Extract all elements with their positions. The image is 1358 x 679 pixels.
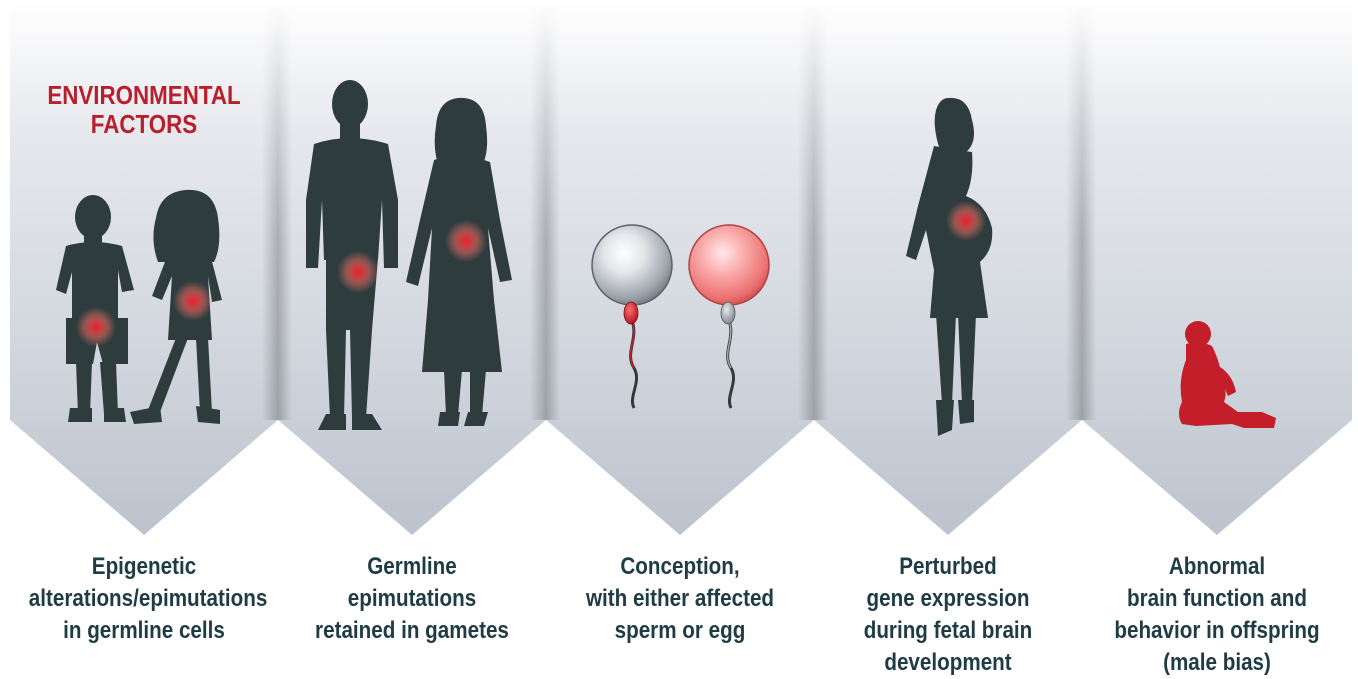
caption-line: development — [833, 647, 1063, 679]
caption-line: Epigenetic — [29, 551, 259, 583]
stage-caption-5: Abnormal brain function and behavior in … — [1102, 551, 1332, 679]
stage-caption-3: Conception, with either affected sperm o… — [565, 551, 795, 647]
caption-line: in germline cells — [29, 615, 259, 647]
caption-line: alterations/epimutations — [29, 583, 259, 615]
caption-line: brain function and — [1102, 583, 1332, 615]
woman-red-glow — [445, 220, 487, 262]
caption-line: during fetal brain — [833, 615, 1063, 647]
man-red-glow — [337, 251, 379, 293]
egg-cell-grey — [592, 225, 672, 305]
environment-label-line1: ENVIRONMENTAL — [47, 81, 240, 110]
caption-line: retained in gametes — [297, 615, 527, 647]
caption-line: Germline — [297, 551, 527, 583]
stage-caption-1: Epigenetic alterations/epimutations in g… — [29, 551, 259, 647]
stage-panel-3 — [546, 0, 814, 535]
caption-line: Perturbed — [833, 551, 1063, 583]
boy-red-glow — [76, 307, 116, 347]
stage-caption-4: Perturbed gene expression during fetal b… — [833, 551, 1063, 679]
egg-cell-red — [689, 225, 769, 305]
environment-label-line2: FACTORS — [91, 110, 197, 139]
stage-panel-5 — [1082, 0, 1352, 535]
caption-line: epimutations — [297, 583, 527, 615]
caption-line: behavior in offspring — [1102, 615, 1332, 647]
stage-caption-2: Germline epimutations retained in gamete… — [297, 551, 527, 647]
girl-red-glow — [173, 281, 213, 321]
caption-line: Abnormal — [1102, 551, 1332, 583]
caption-line: gene expression — [833, 583, 1063, 615]
pregnant-red-glow — [946, 201, 986, 241]
caption-line: with either affected — [565, 583, 795, 615]
caption-line: Conception, — [565, 551, 795, 583]
stage-panel-1 — [10, 0, 278, 535]
caption-line: sperm or egg — [565, 615, 795, 647]
caption-line: (male bias) — [1102, 647, 1332, 679]
